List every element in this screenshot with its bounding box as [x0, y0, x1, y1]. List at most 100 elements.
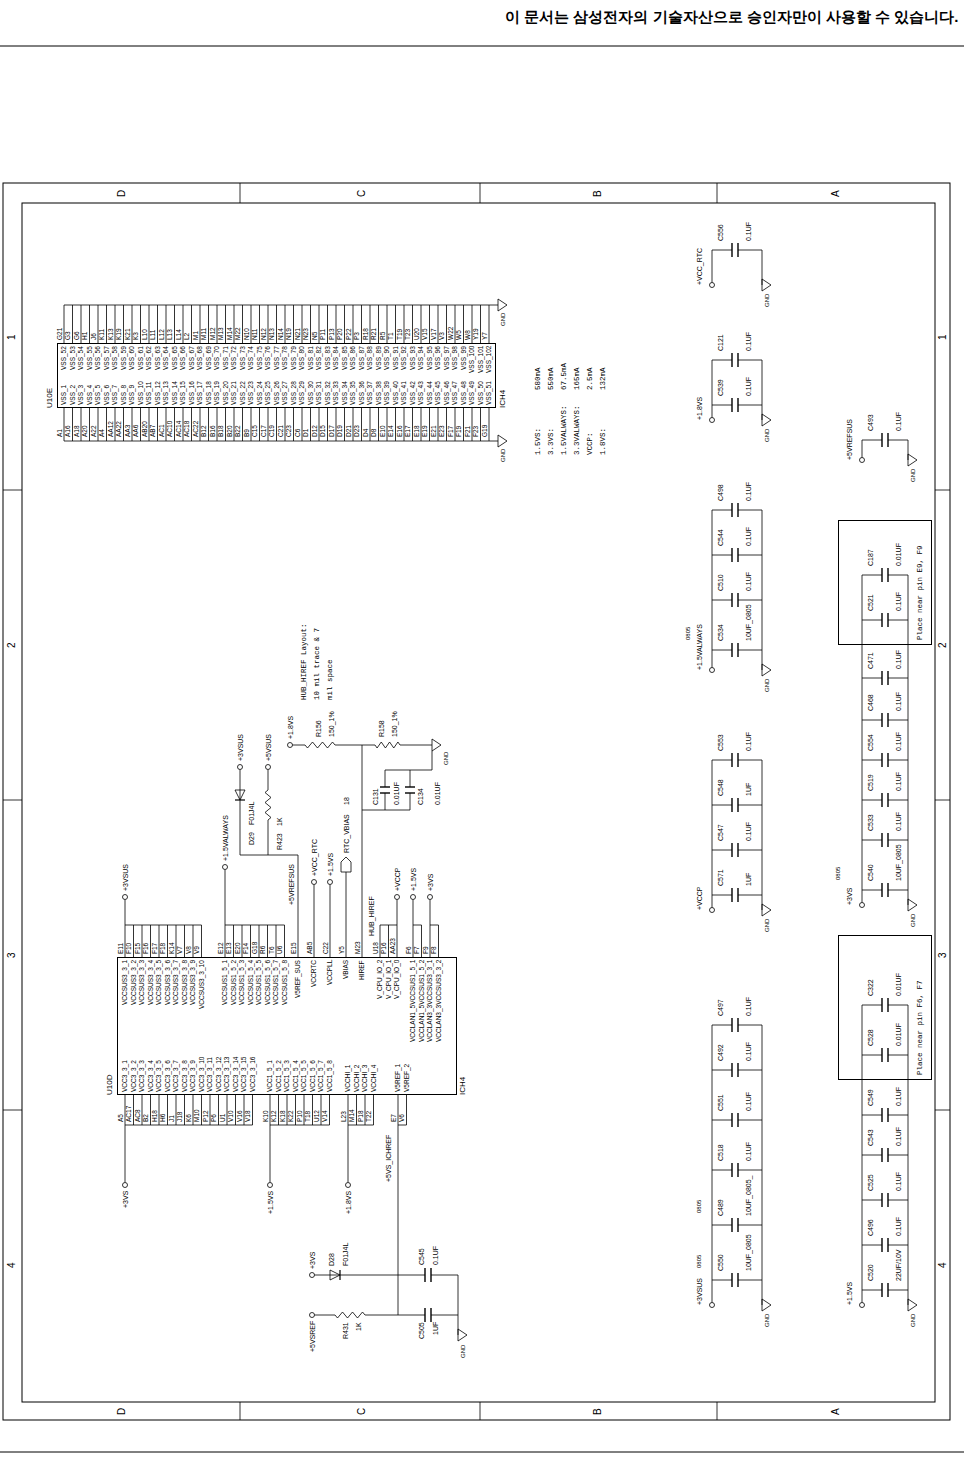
pin-name: VSS_72 [230, 346, 238, 370]
pin-number: G18 [251, 942, 259, 954]
pin-number: D8 [370, 429, 378, 437]
net-label: +VCC_RTC [695, 248, 704, 285]
component-ref: C493 [866, 414, 875, 431]
net-port [411, 895, 416, 900]
wire [398, 1275, 425, 1276]
ground-symbol [908, 899, 917, 911]
pin-number: K19 [115, 328, 123, 340]
pin-name: V5REF_SUS [294, 960, 302, 998]
ground-label: GND [909, 914, 917, 927]
pin-name: VSS_26 [273, 381, 281, 405]
pin-number: K12 [270, 1110, 278, 1122]
pin-number: E20 [234, 942, 242, 954]
net-label: +1.5VS [326, 853, 335, 876]
wire [888, 620, 908, 621]
pin-number: M14 [226, 327, 234, 340]
component-value: 0.01UF [392, 782, 401, 805]
wire [712, 805, 732, 806]
pin-number: E23 [438, 425, 446, 437]
pin-number: Y7 [481, 332, 489, 340]
zone-marker: 1 [937, 334, 949, 340]
wire [397, 925, 398, 957]
pin-name: VSS_95 [426, 346, 434, 370]
component-ref: C519 [866, 774, 875, 791]
capacitor-plate [881, 1048, 882, 1062]
pin-name: VSS_102 [485, 346, 493, 373]
component-value: 0.1UF [894, 692, 903, 711]
component-ref: C518 [716, 1144, 725, 1161]
wire [270, 1125, 330, 1126]
capacitor-plate [881, 833, 882, 847]
resistor-symbol [335, 1312, 365, 1318]
pin-number: AA3 [124, 425, 132, 437]
pin-name: VSS_4 [86, 385, 94, 405]
wire [717, 1402, 718, 1420]
wire [712, 1280, 732, 1281]
pin-number: M10 [193, 1109, 201, 1122]
wire [888, 1290, 908, 1291]
net-port [223, 865, 228, 870]
pin-name: VCCSUS3_3_1 [121, 960, 129, 1005]
wire [862, 1290, 882, 1291]
pin-name: VSS_57 [103, 346, 111, 370]
wire [432, 751, 433, 770]
pin-name: VSS_6 [103, 385, 111, 405]
ground-label: GND [499, 449, 507, 462]
pin-number: E16 [396, 425, 404, 437]
wire [908, 1005, 909, 1305]
pin-number: F10 [125, 943, 133, 954]
pin-name: VCC3_3_1 [121, 1060, 129, 1092]
wire [385, 770, 432, 771]
pin-name: VSS_43 [417, 381, 425, 405]
pin-name: VSS_49 [468, 381, 476, 405]
wire [3, 1110, 22, 1111]
pin-name: VSS_10 [137, 381, 145, 405]
pin-number: M11 [200, 328, 208, 340]
wire [712, 1025, 732, 1026]
component-ref: C498 [716, 484, 725, 501]
capacitor-plate [731, 1018, 732, 1032]
component-value: 0.1UF [744, 332, 753, 351]
capacitor-plate [881, 713, 882, 727]
pin-number: K13 [107, 328, 115, 340]
pin-name: VCCSUS1_5_3 [238, 960, 246, 1005]
wire [888, 840, 908, 841]
net-port [123, 895, 128, 900]
pin-number: P3 [353, 332, 361, 340]
pin-name: VCCPLL [326, 960, 334, 985]
pin-name: VBIAS [342, 960, 350, 979]
capacitor-plate [731, 593, 732, 607]
ground-label: GND [763, 679, 771, 692]
pin-name: VCCSUS3_3_5 [155, 960, 163, 1005]
wire [888, 1245, 908, 1246]
capacitor-plate [881, 793, 882, 807]
pin-name: VSS_101 [477, 346, 485, 373]
pin-name: VCC3_3_7 [172, 1060, 180, 1092]
pin-number: P6 [210, 1114, 218, 1122]
part-name: ICH4 [498, 390, 508, 408]
note-text: Place near pin E9, F9 [916, 545, 925, 640]
pin-number: V3 [438, 332, 446, 340]
component-ref: C131 [371, 788, 380, 805]
pin-name: VSS_21 [230, 381, 238, 405]
wire [410, 770, 411, 787]
ground-symbol [458, 1329, 467, 1341]
pin-number: P20 [336, 328, 344, 340]
wire [712, 1025, 713, 1303]
wire [410, 793, 411, 810]
capacitor-plate [731, 243, 732, 257]
wire [380, 925, 397, 926]
current-table-cell: 580mA [534, 367, 543, 390]
component-value: 0.1UF [894, 812, 903, 831]
pin-name: VSS_27 [281, 381, 289, 405]
pin-name: VCCLAN3_3VCCSUS3_3_1 [426, 960, 434, 1042]
pin-name: VSS_42 [409, 381, 417, 405]
wire [335, 745, 375, 746]
wire [862, 760, 882, 761]
pin-name: VCCSUS1_5_6 [264, 960, 272, 1005]
capacitor-plate [881, 883, 882, 897]
pin-number: A5 [117, 1114, 125, 1122]
pin-name: VSS_86 [349, 346, 357, 370]
